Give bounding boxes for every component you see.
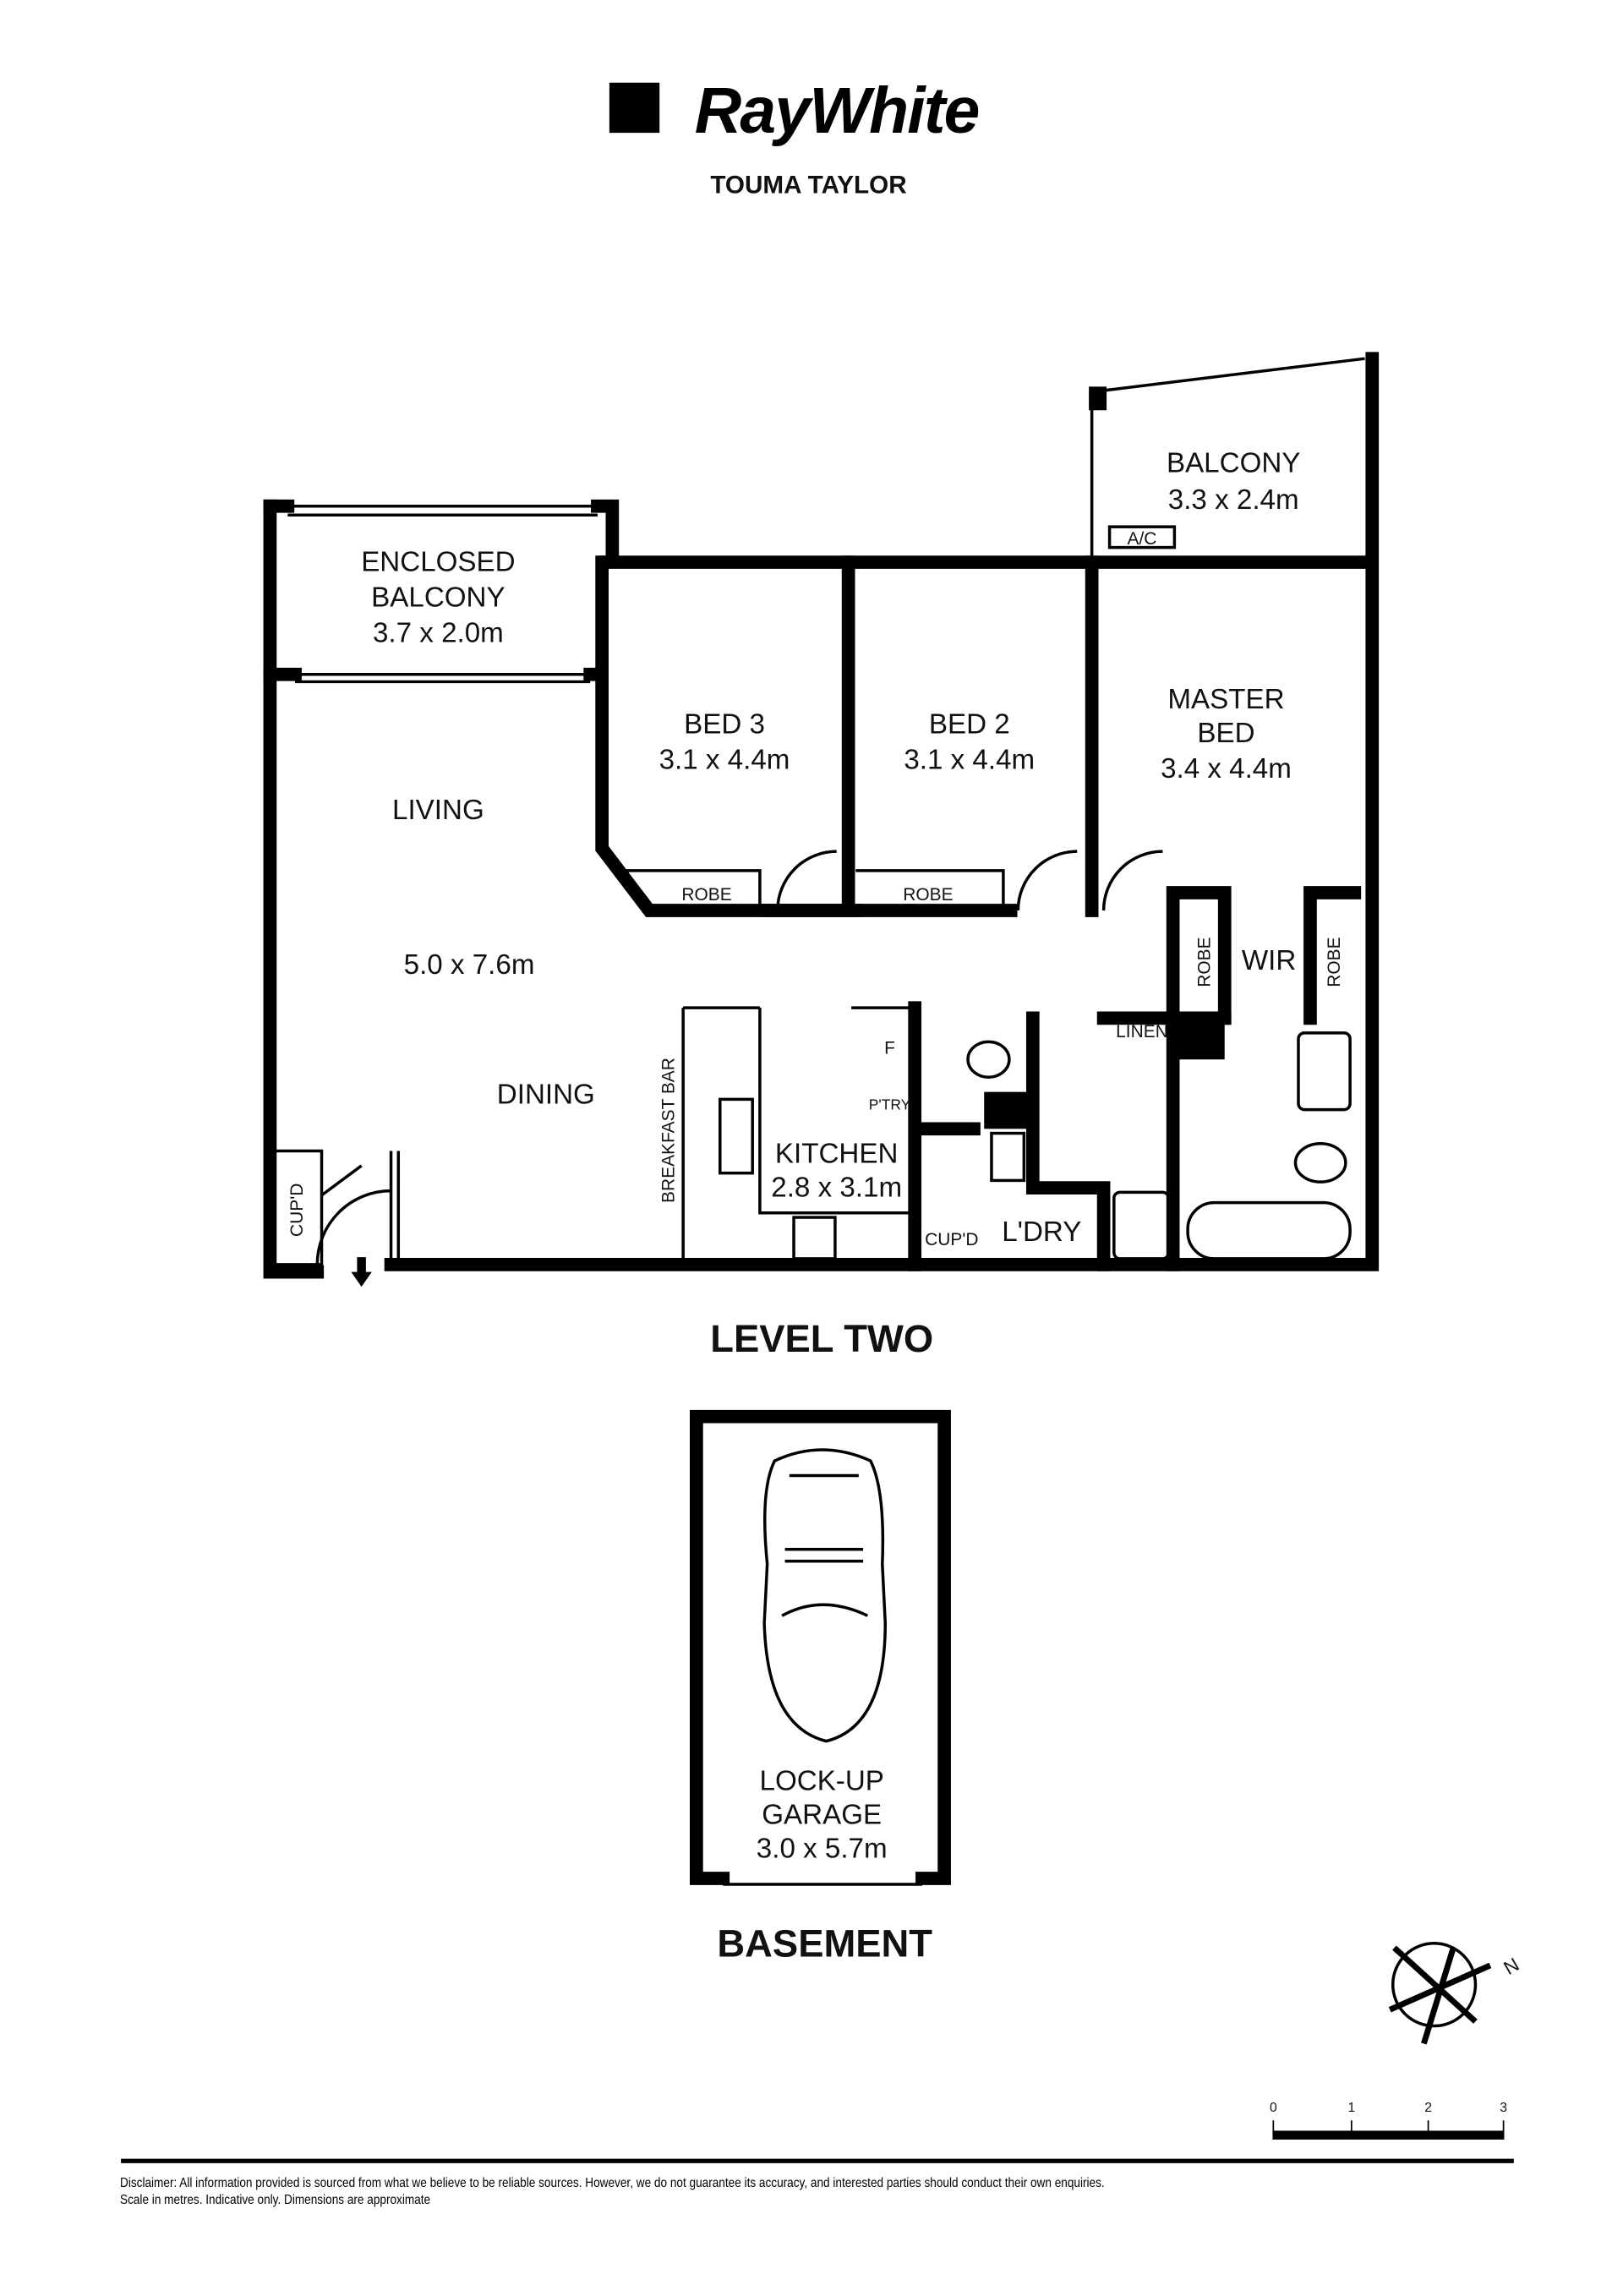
- office-name: TOUMA TAYLOR: [710, 172, 906, 200]
- scale-tick-3: 3: [1500, 2101, 1507, 2115]
- enclosed-balcony-label: ENCLOSED: [361, 547, 515, 578]
- master-bed-label: MASTER: [1167, 684, 1284, 715]
- scale-tick-0: 0: [1270, 2101, 1277, 2115]
- north-label: N: [1500, 1953, 1522, 1979]
- ac-label: A/C: [1128, 529, 1157, 549]
- bed2-dims: 3.1 x 4.4m: [904, 744, 1035, 775]
- scale-tick-1: 1: [1347, 2101, 1355, 2115]
- garage-dims: 3.0 x 5.7m: [757, 1834, 888, 1865]
- footer-divider: [121, 2158, 1514, 2163]
- car-icon: [762, 1448, 888, 1743]
- fridge-label: F: [884, 1038, 895, 1058]
- north-arrow-icon: N: [1388, 1942, 1522, 2045]
- level-two-heading: LEVEL TWO: [710, 1317, 933, 1360]
- laundry-label: L'DRY: [1002, 1216, 1081, 1248]
- svg-text:RayWhite: RayWhite: [695, 74, 979, 147]
- wir-robe-left-label: ROBE: [1194, 937, 1214, 987]
- disclaimer-line-2: Scale in metres. Indicative only. Dimens…: [120, 2193, 431, 2207]
- garage-label-2: GARAGE: [762, 1799, 882, 1830]
- balcony-dims: 3.3 x 2.4m: [1168, 484, 1299, 516]
- kitchen-label: KITCHEN: [775, 1138, 899, 1169]
- enclosed-balcony-label-2: BALCONY: [371, 582, 505, 613]
- scale-bar: 0 1 2 3: [1270, 2101, 1507, 2140]
- pantry-label: P'TRY: [869, 1096, 911, 1113]
- breakfast-bar-label: BREAKFAST BAR: [659, 1058, 679, 1203]
- ray-white-logo: RayWhite: [609, 74, 980, 147]
- bed3-label: BED 3: [684, 709, 765, 741]
- dining-label: DINING: [497, 1080, 595, 1111]
- kitchen-dims: 2.8 x 3.1m: [771, 1173, 902, 1204]
- living-label: LIVING: [392, 795, 484, 826]
- master-bed-dims: 3.4 x 4.4m: [1161, 753, 1292, 784]
- level-two-plan: [263, 352, 1380, 1287]
- disclaimer-line-1: Disclaimer: All information provided is …: [120, 2176, 1105, 2190]
- living-dims: 5.0 x 7.6m: [404, 949, 535, 981]
- basement-heading: BASEMENT: [717, 1922, 932, 1965]
- enclosed-balcony-dims: 3.7 x 2.0m: [373, 617, 504, 648]
- bed3-robe-label: ROBE: [681, 885, 731, 905]
- disclaimer: Disclaimer: All information provided is …: [120, 2175, 1105, 2209]
- entry-cupboard-label: CUP'D: [287, 1184, 307, 1237]
- kitchen-cupboard-label: CUP'D: [925, 1230, 978, 1249]
- entry-arrow-icon: [351, 1257, 372, 1287]
- linen-label: LINEN: [1116, 1022, 1168, 1041]
- wir-robe-right-label: ROBE: [1325, 937, 1344, 987]
- bed2-label: BED 2: [929, 709, 1010, 741]
- garage-label: LOCK-UP: [760, 1765, 884, 1796]
- balcony-label: BALCONY: [1167, 448, 1300, 479]
- bed3-dims: 3.1 x 4.4m: [659, 744, 790, 775]
- wir-label: WIR: [1242, 945, 1296, 976]
- master-bed-label-2: BED: [1197, 718, 1254, 749]
- bed2-robe-label: ROBE: [903, 885, 953, 905]
- basement-plan: LOCK-UP GARAGE 3.0 x 5.7m BASEMENT: [690, 1409, 951, 1965]
- scale-tick-2: 2: [1424, 2101, 1432, 2115]
